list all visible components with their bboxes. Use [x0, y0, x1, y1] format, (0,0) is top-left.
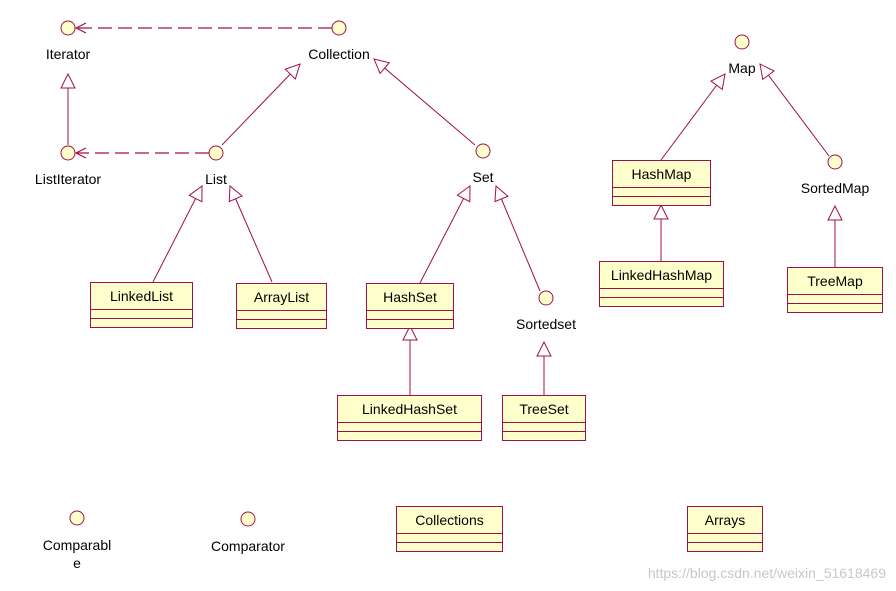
- edge-hashmap-to-map: [660, 74, 725, 161]
- arraylist-class-box[interactable]: ArrayList: [236, 283, 327, 329]
- linkedhashset-class-name: LinkedHashSet: [338, 396, 481, 423]
- treeset-attributes-section: [503, 423, 585, 432]
- map-label: Map: [728, 60, 756, 76]
- edge-linkedlist-to-list: [152, 186, 202, 283]
- comparable-label-line2: e: [73, 555, 81, 571]
- collections-attributes-section: [397, 534, 502, 543]
- linkedlist-operations-section: [91, 319, 192, 327]
- edge-list-to-collection: [221, 64, 300, 146]
- comparator-interface-circle[interactable]: [240, 511, 256, 527]
- arrays-class-name: Arrays: [688, 507, 762, 534]
- treemap-class-name: TreeMap: [788, 268, 882, 295]
- map-interface-circle[interactable]: [734, 34, 750, 50]
- linkedlist-class-name: LinkedList: [91, 283, 192, 310]
- hashset-class-box[interactable]: HashSet: [366, 283, 454, 329]
- comparator-label: Comparator: [211, 538, 285, 554]
- collections-operations-section: [397, 543, 502, 551]
- edge-sortedset-to-set: [496, 186, 541, 292]
- linkedhashmap-class-box[interactable]: LinkedHashMap: [599, 261, 724, 307]
- arraylist-attributes-section: [237, 311, 326, 320]
- arrays-class-box[interactable]: Arrays: [687, 506, 763, 552]
- linkedhashmap-operations-section: [600, 298, 723, 306]
- linkedhashset-class-box[interactable]: LinkedHashSet: [337, 395, 482, 441]
- sortedmap-interface-circle[interactable]: [827, 154, 843, 170]
- linkedlist-attributes-section: [91, 310, 192, 319]
- edge-hashset-to-set: [419, 186, 470, 284]
- hashmap-class-box[interactable]: HashMap: [612, 160, 711, 206]
- sortedset-interface-circle[interactable]: [538, 290, 554, 306]
- treemap-operations-section: [788, 304, 882, 312]
- arraylist-operations-section: [237, 320, 326, 328]
- source-watermark: https://blog.csdn.net/weixin_51618469: [647, 565, 886, 581]
- hashset-attributes-section: [367, 311, 453, 320]
- collections-class-box[interactable]: Collections: [396, 506, 503, 552]
- edge-sortedmap-to-map: [760, 64, 830, 157]
- sortedmap-label: SortedMap: [800, 180, 870, 196]
- iterator-label: Iterator: [45, 46, 91, 62]
- iterator-interface-circle[interactable]: [60, 20, 76, 36]
- listiterator-label: ListIterator: [34, 171, 102, 187]
- linkedlist-class-box[interactable]: LinkedList: [90, 282, 193, 328]
- hashmap-attributes-section: [613, 188, 710, 197]
- collection-interface-circle[interactable]: [331, 20, 347, 36]
- sortedset-label: Sortedset: [516, 316, 576, 332]
- listiterator-interface-circle[interactable]: [60, 145, 76, 161]
- set-interface-circle[interactable]: [475, 143, 491, 159]
- hashset-class-name: HashSet: [367, 284, 453, 311]
- hashset-operations-section: [367, 320, 453, 328]
- hashmap-class-name: HashMap: [613, 161, 710, 188]
- edge-set-to-collection: [374, 59, 476, 146]
- arrays-operations-section: [688, 543, 762, 551]
- collections-class-name: Collections: [397, 507, 502, 534]
- comparable-interface-circle[interactable]: [69, 510, 85, 526]
- treemap-attributes-section: [788, 295, 882, 304]
- arrays-attributes-section: [688, 534, 762, 543]
- comparable-label-line1: Comparabl: [42, 537, 112, 553]
- arraylist-class-name: ArrayList: [237, 284, 326, 311]
- collection-label: Collection: [308, 46, 370, 62]
- list-label: List: [205, 171, 227, 187]
- set-label: Set: [472, 169, 494, 185]
- linkedhashmap-class-name: LinkedHashMap: [600, 262, 723, 289]
- treemap-class-box[interactable]: TreeMap: [787, 267, 883, 313]
- linkedhashset-attributes-section: [338, 423, 481, 432]
- list-interface-circle[interactable]: [208, 145, 224, 161]
- treeset-class-box[interactable]: TreeSet: [502, 395, 586, 441]
- linkedhashmap-attributes-section: [600, 289, 723, 298]
- treeset-operations-section: [503, 432, 585, 440]
- linkedhashset-operations-section: [338, 432, 481, 440]
- hashmap-operations-section: [613, 197, 710, 205]
- edge-arraylist-to-list: [230, 186, 273, 283]
- treeset-class-name: TreeSet: [503, 396, 585, 423]
